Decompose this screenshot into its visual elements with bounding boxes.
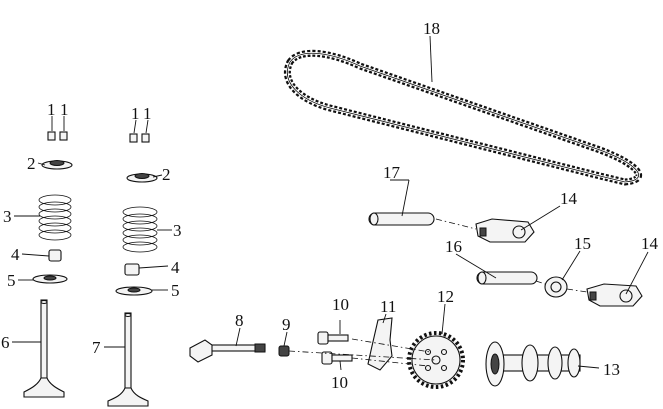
- callout-18-timing-chain: 18: [423, 19, 440, 38]
- valve-spring-left: [38, 194, 72, 241]
- callout-4-seal-left: 4: [11, 245, 20, 264]
- callout-5-seat-right: 5: [171, 281, 180, 300]
- rocker-arm-lower: [586, 283, 643, 307]
- callout-15-rocker-collar: 15: [574, 234, 591, 253]
- callout-3-spring-right: 3: [173, 221, 182, 240]
- spring-seat-right: [115, 286, 153, 296]
- rocker-shaft-upper: [368, 212, 435, 226]
- callout-1-cotter-right-b: 1: [143, 104, 152, 123]
- callout-1-cotter-left-b: 1: [60, 100, 69, 119]
- callout-13-camshaft: 13: [603, 360, 620, 379]
- callout-16-rocker-shaft-lower: 16: [445, 237, 462, 256]
- valve-stem-seal-right: [124, 263, 140, 276]
- callout-2-retainer-left: 2: [27, 154, 36, 173]
- callout-14-rocker-arm-upper: 14: [560, 189, 578, 208]
- cam-sprocket: [407, 331, 465, 389]
- valve-stem-seal-left: [48, 249, 62, 262]
- camshaft: [485, 341, 581, 387]
- callout-10-bolt-lower: 10: [331, 373, 348, 392]
- callout-2-retainer-right: 2: [162, 165, 171, 184]
- bolt-lower: [321, 351, 353, 365]
- callout-4-seal-right: 4: [171, 258, 180, 277]
- callout-8-decompression-shaft: 8: [235, 311, 244, 330]
- valve-cotter-right-a: [129, 133, 138, 143]
- timing-chain: [284, 49, 642, 186]
- spring-retainer-right: [126, 173, 158, 183]
- spring-seat-left: [32, 274, 68, 284]
- exhaust-valve: [107, 312, 149, 407]
- callout-3-spring-left: 3: [3, 207, 12, 226]
- callout-11-decompressor-plate: 11: [380, 297, 396, 316]
- callout-12-cam-sprocket: 12: [437, 287, 454, 306]
- callout-1-cotter-right-a: 1: [131, 104, 140, 123]
- valve-cotter-right-b: [141, 133, 150, 143]
- callout-9-decompression-spring: 9: [282, 315, 291, 334]
- valve-spring-right: [122, 206, 158, 253]
- callout-1-cotter-left-a: 1: [47, 100, 56, 119]
- bolt-upper: [317, 331, 349, 345]
- decompression-spring: [278, 345, 290, 357]
- valve-cotter-left-b: [59, 131, 68, 141]
- callout-14-rocker-arm-lower: 14: [641, 234, 659, 253]
- callout-5-seat-left: 5: [7, 271, 16, 290]
- callout-6-intake-valve: 6: [1, 333, 10, 352]
- callout-7-exhaust-valve: 7: [92, 338, 101, 357]
- rocker-arm-upper: [475, 218, 535, 243]
- callout-17-rocker-shaft-upper: 17: [383, 163, 401, 182]
- valve-cotter-left-a: [47, 131, 56, 141]
- spring-retainer-left: [41, 160, 73, 170]
- leader-lines: [12, 35, 649, 371]
- rocker-shaft-lower: [476, 271, 538, 285]
- decompression-shaft: [189, 339, 266, 363]
- rocker-collar: [544, 276, 568, 298]
- callout-10-bolt-upper: 10: [332, 295, 349, 314]
- intake-valve: [23, 299, 65, 398]
